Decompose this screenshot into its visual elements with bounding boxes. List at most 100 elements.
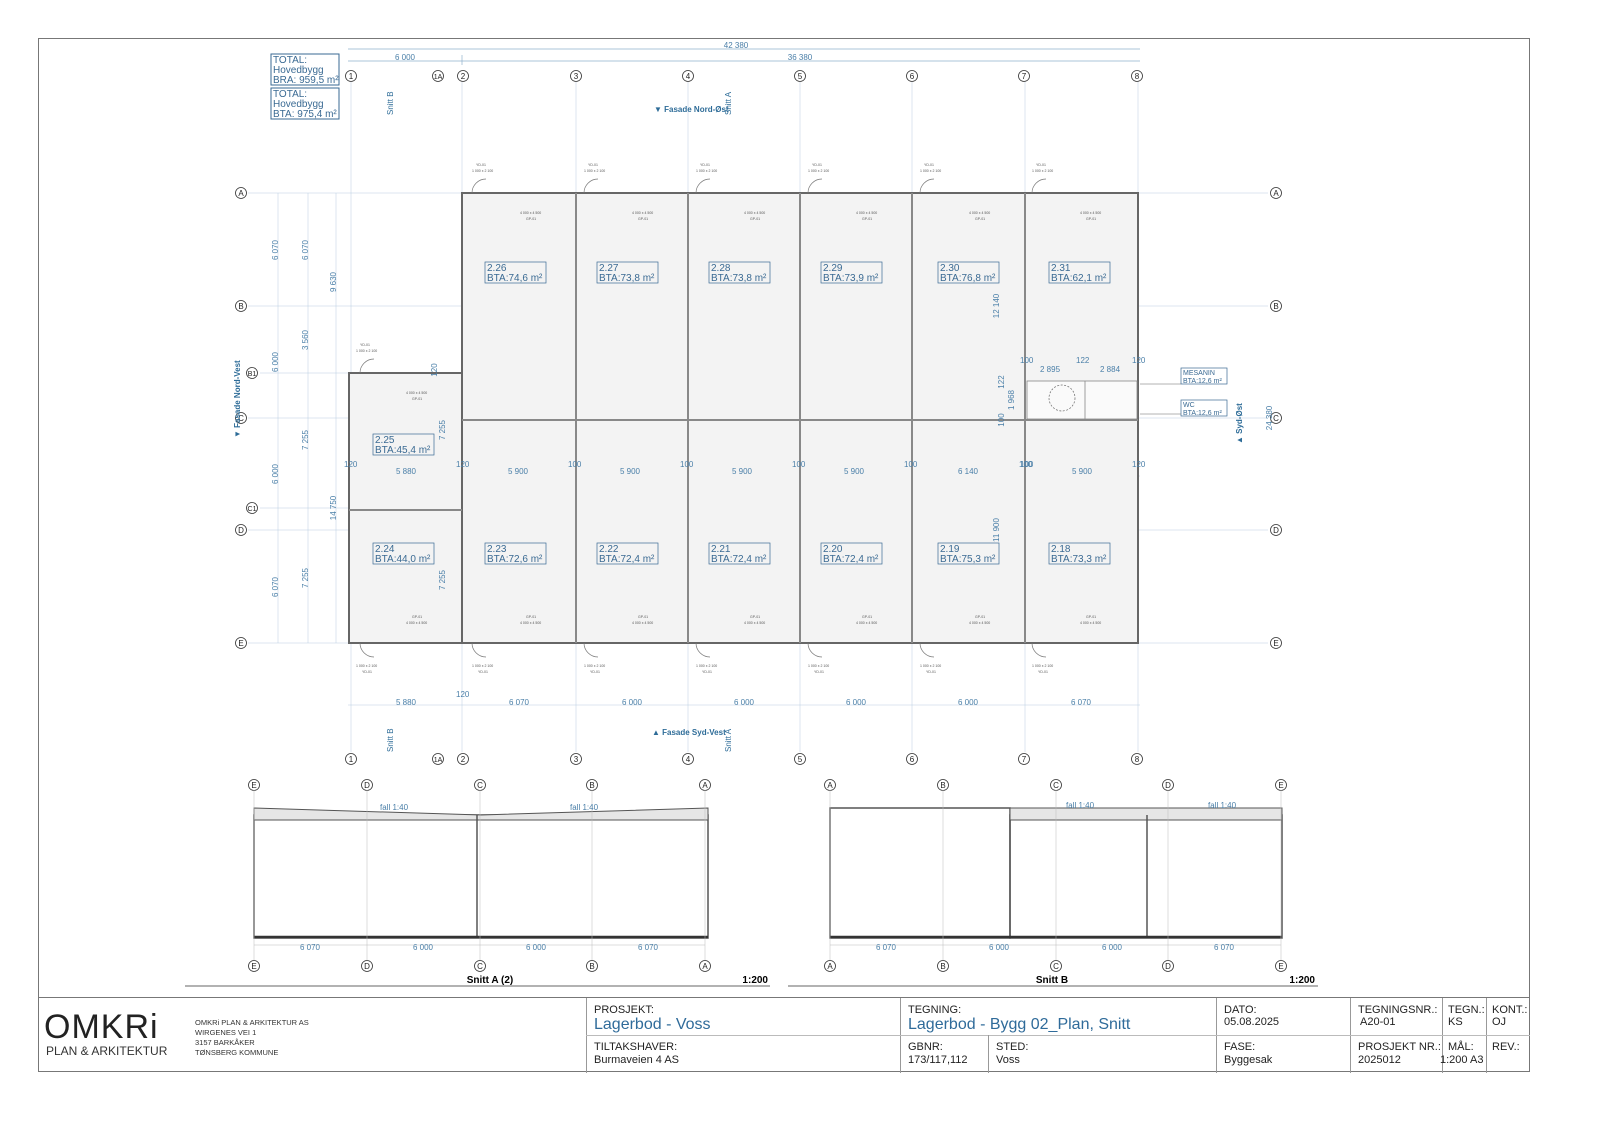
svg-text:GP-01: GP-01	[862, 217, 872, 221]
col-axis-top-3-bubble	[570, 70, 582, 82]
svg-text:YD-01: YD-01	[702, 670, 712, 674]
dim-right: 36 380	[788, 53, 813, 62]
svg-text:4 000 x 4 500: 4 000 x 4 500	[520, 621, 541, 625]
gbnr-label: GBNR:	[908, 1041, 943, 1053]
svg-text:2.24: 2.24	[375, 544, 395, 555]
section-a-axis-top-4-label: A	[702, 781, 708, 790]
svg-text:YD-01: YD-01	[360, 343, 370, 347]
svg-text:YD-01: YD-01	[478, 670, 488, 674]
svg-text:GP-01: GP-01	[638, 615, 648, 619]
col-axis-bottom-7-label: 7	[1022, 755, 1027, 764]
tegningsnr-label: TEGNINGSNR.:	[1358, 1004, 1438, 1016]
svg-text:6 000: 6 000	[846, 698, 867, 707]
doors	[359, 178, 1047, 658]
col-axis-bottom-1-bubble	[432, 753, 444, 765]
svg-text:4 000 x 4 500: 4 000 x 4 500	[406, 621, 427, 625]
section-a-axis-top-3-label: B	[589, 781, 594, 790]
door-gate-notes: YD-011 000 x 2 100 YD-011 000 x 2 100 YD…	[356, 163, 1101, 674]
col-axis-bottom-3-bubble	[570, 753, 582, 765]
svg-text:1 000 x 2 100: 1 000 x 2 100	[356, 349, 377, 353]
svg-text:YD-01: YD-01	[926, 670, 936, 674]
section-a-axis-bottom-3-label: B	[589, 962, 594, 971]
svg-text:BTA:72,4 m²: BTA:72,4 m²	[823, 554, 879, 565]
dato-value: 05.08.2025	[1224, 1016, 1280, 1028]
svg-text:6 070: 6 070	[1214, 943, 1235, 952]
svg-text:2.19: 2.19	[940, 544, 960, 555]
col-axis-bottom-5-label: 5	[798, 755, 803, 764]
kont-label: KONT.:	[1492, 1004, 1528, 1016]
svg-text:GP-01: GP-01	[412, 397, 422, 401]
svg-text:BTA:73,9 m²: BTA:73,9 m²	[823, 273, 879, 284]
svg-text:fall 1:40: fall 1:40	[1066, 801, 1095, 810]
svg-text:YD-01: YD-01	[812, 163, 822, 167]
prosjekt-value: Lagerbod - Voss	[594, 1016, 711, 1033]
svg-text:11 900: 11 900	[992, 518, 1001, 542]
svg-text:6 000: 6 000	[413, 943, 434, 952]
section-a-axis-bottom-0-label: E	[251, 962, 256, 971]
title-block: OMKRi PLAN & ARKITEKTUR OMKRi PLAN & ARK…	[38, 997, 1530, 1073]
section-b-axis-bottom-2-bubble	[1050, 960, 1062, 972]
section-b-axis-bottom-1-bubble	[937, 960, 949, 972]
floor-plan-drawing: TOTAL: Hovedbygg BRA: 959,5 m² TOTAL: Ho…	[185, 41, 1318, 987]
svg-text:4 000 x 4 500: 4 000 x 4 500	[856, 621, 877, 625]
col-axis-top-2-label: 2	[461, 72, 466, 81]
svg-text:100: 100	[997, 413, 1006, 427]
section-a-axis-bottom-4-label: A	[702, 962, 708, 971]
svg-text:YD-01: YD-01	[590, 670, 600, 674]
plan-dimensions: 5 880 5 900 5 900 5 900 5 900 6 140 5 90…	[271, 239, 1274, 707]
svg-text:BTA:12,6 m²: BTA:12,6 m²	[1183, 378, 1222, 385]
row-axis-left-4-label: C1	[248, 506, 257, 513]
svg-text:5 880: 5 880	[396, 467, 417, 476]
svg-text:MESANIN: MESANIN	[1183, 370, 1215, 377]
row-axis-right-1-label: B	[1273, 302, 1278, 311]
section-b-axis-bottom-4-label: E	[1278, 962, 1283, 971]
svg-text:BTA:12,6 m²: BTA:12,6 m²	[1183, 410, 1222, 417]
svg-text:4 000 x 4 500: 4 000 x 4 500	[632, 211, 653, 215]
svg-text:4 000 x 4 500: 4 000 x 4 500	[632, 621, 653, 625]
col-axis-top-5-label: 5	[798, 72, 803, 81]
svg-text:5 900: 5 900	[620, 467, 641, 476]
section-b-drawing: fall 1:40 fall 1:40 6 070 6 000 6 000 6 …	[788, 790, 1318, 987]
svg-text:GP-01: GP-01	[975, 217, 985, 221]
row-axis-left-5-bubble	[235, 524, 247, 536]
svg-text:YD-01: YD-01	[1038, 670, 1048, 674]
svg-text:5 880: 5 880	[396, 698, 417, 707]
svg-text:BTA:73,8 m²: BTA:73,8 m²	[711, 273, 767, 284]
row-axis-right-0-bubble	[1270, 187, 1282, 199]
svg-text:100: 100	[904, 460, 918, 469]
col-axis-top-5-bubble	[794, 70, 806, 82]
svg-text:YD-01: YD-01	[476, 163, 486, 167]
svg-text:6 000: 6 000	[734, 698, 755, 707]
section-b-scale: 1:200	[1289, 975, 1315, 986]
row-axis-left-6-bubble	[235, 637, 247, 649]
svg-text:6 070: 6 070	[876, 943, 897, 952]
svg-text:7 255: 7 255	[438, 419, 447, 440]
row-axis-left-4-bubble	[246, 502, 258, 514]
section-marks: Snitt B Snitt B Snitt A Snitt A ▼ Fasade…	[233, 91, 1244, 752]
svg-text:2.31: 2.31	[1051, 263, 1071, 274]
svg-text:6 070: 6 070	[301, 239, 310, 260]
svg-text:BTA:75,3 m²: BTA:75,3 m²	[940, 554, 996, 565]
col-axis-bottom-7-bubble	[1018, 753, 1030, 765]
svg-text:2.26: 2.26	[487, 263, 507, 274]
fasade-nord-vest: ▼ Fasade Nord-Vest	[233, 360, 242, 438]
svg-text:2.20: 2.20	[823, 544, 843, 555]
svg-text:7 255: 7 255	[301, 429, 310, 450]
building-outline	[348, 192, 1139, 644]
section-b-axis-top-2-label: C	[1053, 781, 1059, 790]
svg-text:4 000 x 4 500: 4 000 x 4 500	[406, 391, 427, 395]
svg-text:YD-01: YD-01	[924, 163, 934, 167]
svg-text:14 750: 14 750	[329, 495, 338, 520]
kont-value: OJ	[1492, 1016, 1507, 1028]
svg-text:100: 100	[568, 460, 582, 469]
row-axis-left-2-label: B1	[248, 371, 257, 378]
svg-text:YD-01: YD-01	[1036, 163, 1046, 167]
svg-text:12 140: 12 140	[992, 293, 1001, 318]
col-axis-bottom-0-label: 1	[349, 755, 354, 764]
